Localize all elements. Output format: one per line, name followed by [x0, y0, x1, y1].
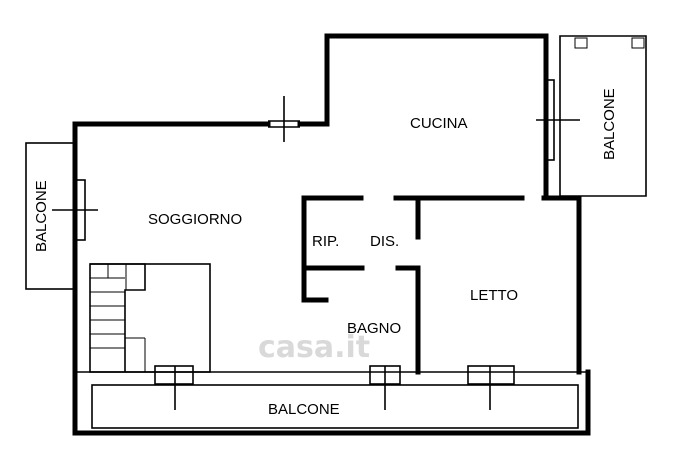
room-label-balcone-left: BALCONE [33, 180, 50, 252]
room-label-balcone-bottom: BALCONE [268, 401, 340, 418]
balcony-right [559, 35, 647, 197]
openings [52, 79, 580, 410]
room-label-balcone-right: BALCONE [601, 88, 618, 160]
interior-walls [301, 195, 421, 375]
staircase [89, 263, 211, 373]
balcony-bottom [75, 371, 588, 429]
room-label-soggiorno: SOGGIORNO [148, 211, 242, 228]
room-label-ripostiglio: RIP. [312, 233, 339, 250]
room-label-disimpegno: DIS. [370, 233, 399, 250]
watermark-text: casa.it [258, 330, 370, 365]
room-label-cucina: CUCINA [410, 115, 468, 132]
balcony-left [25, 142, 77, 290]
room-label-bagno: BAGNO [347, 320, 401, 337]
room-label-letto: LETTO [470, 287, 518, 304]
